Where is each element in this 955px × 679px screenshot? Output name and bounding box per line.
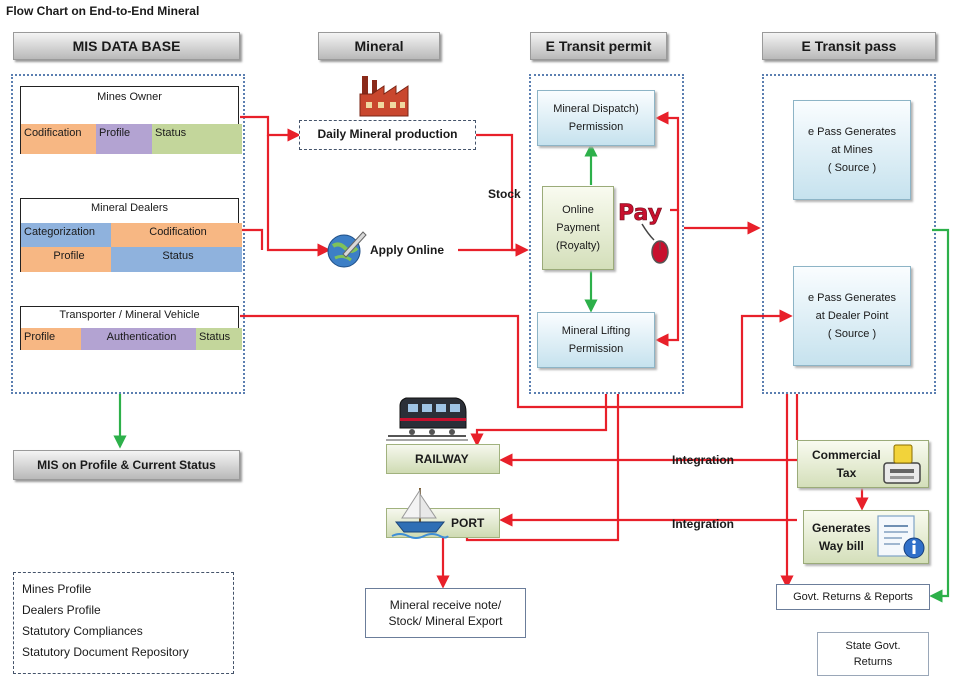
pay-mouse-icon: Pay xyxy=(618,201,669,264)
mineral-dispatch-permission-box: Mineral Dispatch) Permission xyxy=(537,90,655,146)
pass-dealer-line-3: ( Source ) xyxy=(827,328,877,340)
pass-dealer-line-1: e Pass Generates xyxy=(807,292,897,304)
transporter-profile: Profile xyxy=(21,328,84,350)
legend-item-mines-profile: Mines Profile xyxy=(22,582,92,596)
pass-to-govt-returns-line xyxy=(929,228,950,603)
e-transit-pass-region xyxy=(762,74,936,394)
apply-online-label: Apply Online xyxy=(370,243,445,257)
transporter-line xyxy=(240,309,793,409)
lifting-line-1: Mineral Lifting xyxy=(561,325,631,337)
pay-to-lifting-line xyxy=(655,210,680,347)
state-returns-line-1: State Govt. xyxy=(845,640,901,652)
integration-label-railway: Integration xyxy=(672,453,734,467)
legend-item-dealers-profile: Dealers Profile xyxy=(22,603,101,617)
header-e-transit-permit: E Transit permit xyxy=(530,32,667,60)
document-icon xyxy=(877,515,925,559)
train-icon xyxy=(386,397,468,441)
dealers-to-apply-line xyxy=(240,228,264,250)
dispatch-line-1: Mineral Dispatch) xyxy=(553,103,639,115)
commercial-tax-line-2: Tax xyxy=(836,466,857,480)
mines-owner-group: Mines Owner Codification Profile Status xyxy=(20,86,242,154)
daily-mineral-production-box: Daily Mineral production xyxy=(299,120,476,150)
mineral-dealers-group: Mineral Dealers Categorization Codificat… xyxy=(20,198,242,272)
calculator-icon xyxy=(883,444,921,484)
payment-line-3: (Royalty) xyxy=(555,240,600,252)
pay-to-dispatch-line xyxy=(655,111,680,212)
commercial-tax-line-1: Commercial xyxy=(812,448,881,462)
dispatch-line-2: Permission xyxy=(568,121,624,133)
dealers-profile: Profile xyxy=(21,247,114,272)
transporter-title: Transporter / Mineral Vehicle xyxy=(59,309,200,321)
ship-icon xyxy=(391,488,449,539)
govt-returns-reports-box: Govt. Returns & Reports xyxy=(776,584,930,610)
railway-box: RAILWAY xyxy=(386,444,500,474)
page-title: Flow Chart on End-to-End Mineral xyxy=(6,4,200,18)
stock-label: Stock xyxy=(488,187,521,201)
payment-line-1: Online xyxy=(562,204,594,216)
mines-to-apply-line xyxy=(266,135,331,257)
factory-icon xyxy=(359,76,409,117)
transporter-authentication: Authentication xyxy=(81,328,199,350)
header-mis-database: MIS DATA BASE xyxy=(13,32,240,60)
pass-dealer-line-2: at Dealer Point xyxy=(815,310,889,322)
mines-owner-profile: Profile xyxy=(96,124,155,154)
dealers-codification: Codification xyxy=(111,223,242,247)
payment-line-2: Payment xyxy=(556,222,600,234)
legend-item-document-repository: Statutory Document Repository xyxy=(22,645,189,659)
receive-note-line-1: Mineral receive note/ xyxy=(389,598,502,612)
mineral-receive-note-box: Mineral receive note/Stock/ Mineral Expo… xyxy=(365,588,526,638)
way-bill-line-2: Way bill xyxy=(818,539,864,553)
dealers-categorization: Categorization xyxy=(21,223,114,247)
transporter-status: Status xyxy=(196,328,242,350)
transporter-group: Transporter / Mineral Vehicle Profile Au… xyxy=(20,306,242,350)
mines-owner-status: Status xyxy=(152,124,242,154)
dealers-status: Status xyxy=(111,247,242,272)
pass-mines-line-1: e Pass Generates xyxy=(807,126,897,138)
lifting-line-2: Permission xyxy=(568,343,624,355)
permit-to-railway-line xyxy=(470,394,608,447)
mineral-dealers-title: Mineral Dealers xyxy=(90,202,169,214)
receive-note-line-2: Stock/ Mineral Export xyxy=(388,614,503,628)
mis-current-status-box: MIS on Profile & Current Status xyxy=(13,450,240,480)
state-returns-line-2: Returns xyxy=(853,656,893,668)
mines-owner-title: Mines Owner xyxy=(97,91,162,103)
pass-mines-line-3: ( Source ) xyxy=(827,162,877,174)
header-e-transit-pass: E Transit pass xyxy=(762,32,936,60)
mines-owner-codification: Codification xyxy=(21,124,99,154)
pay-icon-text: Pay xyxy=(618,201,662,226)
mines-to-production-line xyxy=(240,115,301,142)
legend-box: Mines Profile Dealers Profile Statutory … xyxy=(13,572,234,674)
integration-label-port: Integration xyxy=(672,517,734,531)
pass-mines-line-2: at Mines xyxy=(831,144,873,156)
way-bill-line-1: Generates xyxy=(812,521,871,535)
state-govt-returns-box: State Govt. Returns xyxy=(817,632,929,676)
header-mineral: Mineral xyxy=(318,32,440,60)
mis-database-region xyxy=(11,74,245,394)
e-transit-permit-region xyxy=(529,74,684,394)
globe-pen-icon xyxy=(327,231,367,268)
e-pass-mines-box: e Pass Generates at Mines ( Source ) xyxy=(793,100,911,200)
e-pass-dealer-box: e Pass Generates at Dealer Point ( Source … xyxy=(793,266,911,366)
legend-item-statutory-compliances: Statutory Compliances xyxy=(22,624,143,638)
